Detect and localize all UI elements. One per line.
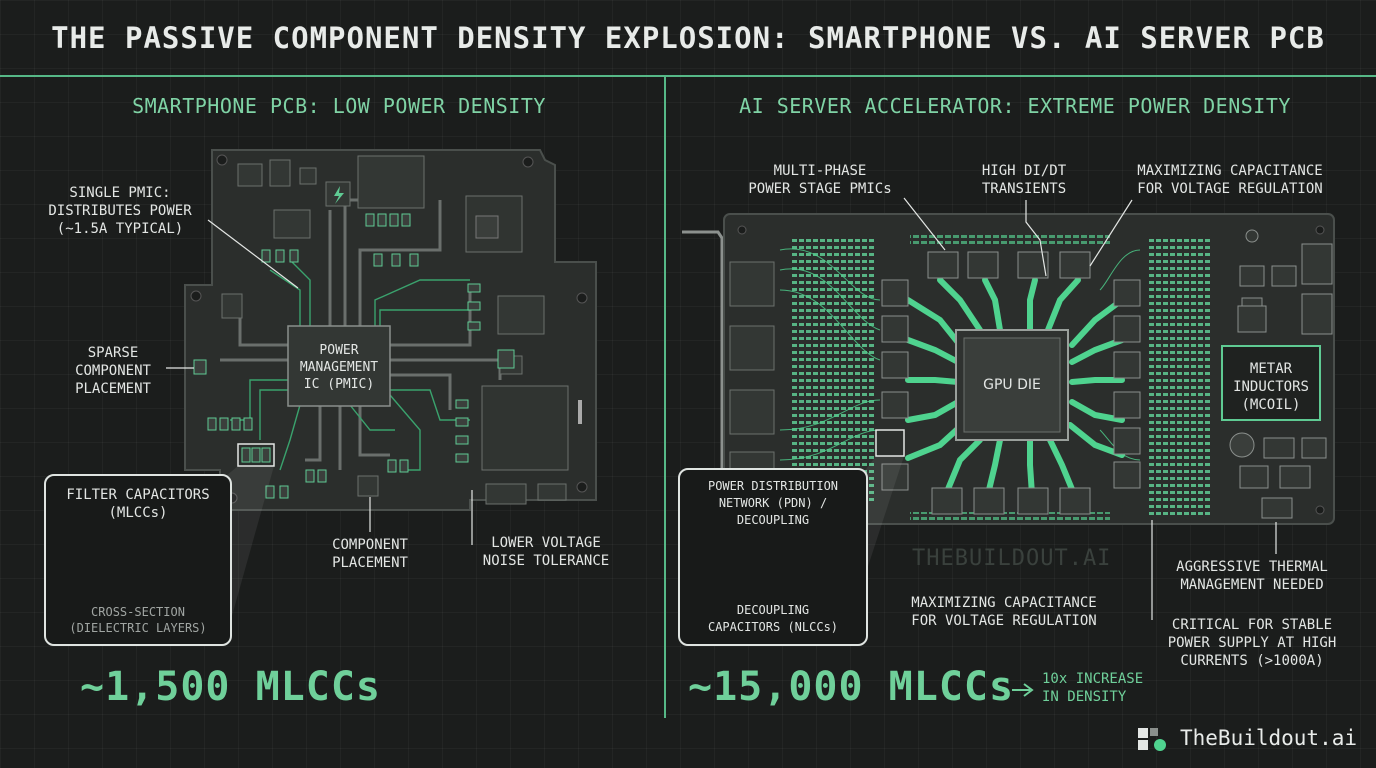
multiphase-callout: MULTI-PHASE POWER STAGE PMICs bbox=[748, 163, 892, 197]
smartphone-board bbox=[166, 149, 597, 630]
cross-section-caption: CROSS-SECTION (DIELECTRIC LAYERS) bbox=[69, 605, 207, 635]
critical-power-callout: CRITICAL FOR STABLE POWER SUPPLY AT HIGH… bbox=[1167, 617, 1337, 669]
server-mlcc-count: ~15,000 MLCCs bbox=[688, 664, 1015, 710]
density-increase-note: 10x INCREASE IN DENSITY bbox=[1042, 671, 1144, 705]
watermark: THEBUILDOUT.AI bbox=[912, 546, 1112, 571]
inductor-label: METAR INDUCTORS (MCOIL) bbox=[1233, 361, 1309, 413]
filter-capacitors-title: FILTER CAPACITORS (MLCCs) bbox=[66, 487, 210, 521]
capacitance-bottom-callout: MAXIMIZING CAPACITANCE FOR VOLTAGE REGUL… bbox=[911, 595, 1097, 629]
sparse-placement-callout: SPARSE COMPONENT PLACEMENT bbox=[75, 345, 151, 397]
pmic-callout: SINGLE PMIC: DISTRIBUTES POWER (~1.5A TY… bbox=[48, 185, 192, 237]
smartphone-heading: SMARTPHONE PCB: LOW POWER DENSITY bbox=[132, 94, 546, 118]
server-board bbox=[682, 197, 1335, 640]
pdn-title: POWER DISTRIBUTION NETWORK (PDN) / DECOU… bbox=[707, 479, 839, 527]
server-heading: AI SERVER ACCELERATOR: EXTREME POWER DEN… bbox=[739, 94, 1291, 118]
capacitance-top-callout: MAXIMIZING CAPACITANCE FOR VOLTAGE REGUL… bbox=[1137, 163, 1323, 197]
smartphone-mlcc-count: ~1,500 MLCCs bbox=[80, 664, 381, 710]
brand-name[interactable]: TheBuildout.ai bbox=[1180, 726, 1358, 750]
panel-divider bbox=[664, 77, 666, 718]
arrow-right-icon bbox=[1012, 683, 1034, 697]
page-title: THE PASSIVE COMPONENT DENSITY EXPLOSION:… bbox=[51, 21, 1325, 55]
gpu-die-label: GPU DIE bbox=[983, 377, 1041, 393]
didt-callout: HIGH DI/DT TRANSIENTS bbox=[981, 163, 1067, 197]
buildout-logo-icon bbox=[1138, 728, 1166, 751]
pdn-caption: DECOUPLING CAPACITORS (NLCCs) bbox=[707, 603, 839, 634]
pdn-box bbox=[678, 468, 868, 646]
component-placement-callout: COMPONENT PLACEMENT bbox=[332, 537, 408, 571]
voltage-noise-callout: LOWER VOLTAGE NOISE TOLERANCE bbox=[482, 535, 610, 569]
thermal-callout: AGGRESSIVE THERMAL MANAGEMENT NEEDED bbox=[1176, 559, 1328, 593]
filter-capacitors-box bbox=[44, 474, 232, 646]
pmic-chip-label: POWER MANAGEMENT IC (PMIC) bbox=[299, 343, 379, 392]
title-divider bbox=[0, 75, 1376, 77]
